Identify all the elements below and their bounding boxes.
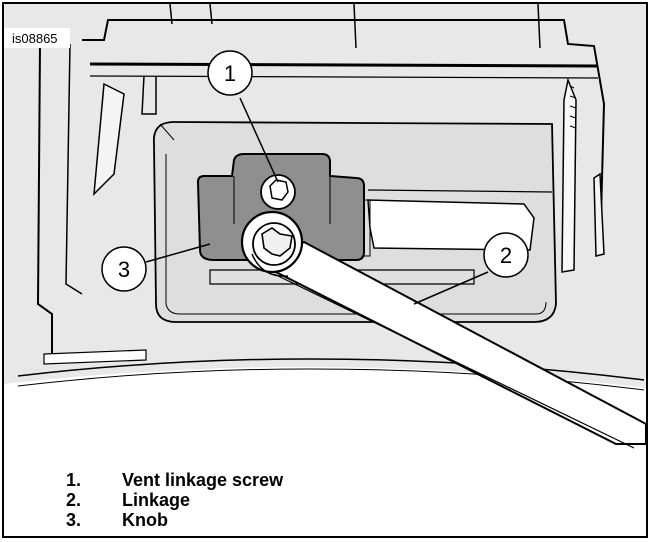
panel-edge-line (17, 358, 645, 381)
callout-1-circle (207, 50, 253, 96)
housing-ribs (169, 4, 541, 49)
callout-3-leader (145, 243, 211, 263)
left-bracket (93, 82, 125, 196)
callout-2-circle (483, 232, 529, 278)
housing-top-rail (89, 62, 599, 68)
lower-panel (4, 366, 646, 536)
linkage-ring-shadow (251, 253, 289, 277)
callout-1-number: 1 (224, 61, 236, 86)
figure-frame: is08865 1 2 3 1. Vent linkage screw 2. L… (2, 2, 648, 538)
callout-3-circle (101, 246, 147, 292)
linkage-bar-edge (273, 273, 635, 449)
id-label: is08865 (12, 31, 58, 46)
right-rib (561, 77, 577, 273)
vent-opening-inner-line (165, 154, 547, 315)
right-wall (593, 172, 605, 257)
linkage-clip (261, 227, 293, 257)
housing-top-rail-2 (89, 75, 599, 79)
legend-text: Vent linkage screw (122, 469, 284, 490)
knob-edges (233, 176, 331, 224)
legend-item: 3. Knob (66, 510, 283, 530)
screw-drive (269, 179, 289, 201)
left-wall-inner (65, 43, 83, 295)
legend-number: 2. (66, 489, 82, 510)
callout-2-number: 2 (500, 243, 512, 268)
id-label-box (4, 28, 70, 48)
vent-slot-top-edge (367, 189, 553, 193)
callout-3-number: 3 (118, 257, 130, 282)
right-rib-hatch (569, 85, 577, 129)
housing-frame (82, 19, 606, 255)
legend-text: Linkage (122, 489, 191, 510)
lower-label-plate (43, 349, 147, 365)
legend-text: Knob (122, 509, 168, 530)
callout-1-leader (239, 97, 279, 183)
legend-number: 3. (66, 509, 82, 530)
legend-number: 1. (66, 469, 82, 490)
legend-item: 2. Linkage (66, 490, 283, 510)
vent-corner-line (159, 123, 175, 141)
illustration: is08865 1 2 3 (4, 4, 646, 536)
legend-list: 1. Vent linkage screw 2. Linkage 3. Knob (66, 470, 283, 530)
left-wall (36, 43, 53, 364)
callout-2-leader (413, 271, 489, 305)
legend-item: 1. Vent linkage screw (66, 470, 283, 490)
left-tab (141, 75, 157, 115)
